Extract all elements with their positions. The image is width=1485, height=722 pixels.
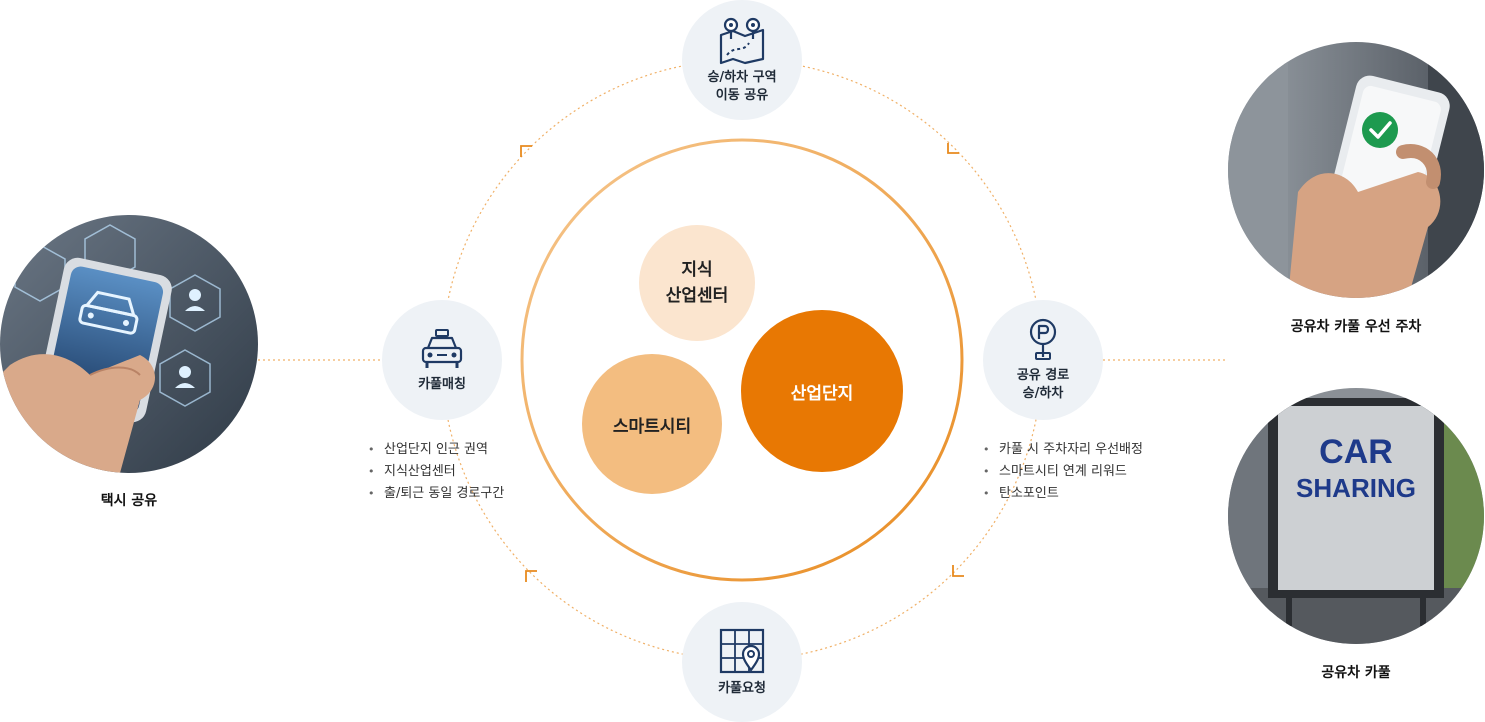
route-bullet-list: 카풀 시 주차자리 우선배정 스마트시티 연계 리워드 탄소포인트 — [983, 439, 1143, 505]
bubble-knowledge-center: 지식 산업센터 — [639, 225, 755, 341]
list-item: 산업단지 인근 권역 — [368, 439, 504, 461]
map-route-icon — [719, 17, 765, 65]
taxi-sharing-photo — [0, 215, 258, 473]
bubble-industrial-complex: 산업단지 — [741, 310, 903, 472]
car-sharing-sign-illustration: CAR SHARING — [1228, 388, 1484, 644]
node-carpool-request-label: 카풀요청 — [718, 681, 766, 696]
node-pickup-zone-label: 승/하차 구역 이동 공유 — [707, 70, 777, 103]
node-carpool-matching-label: 카풀매칭 — [418, 377, 466, 392]
list-item: 출/퇴근 동일 경로구간 — [368, 483, 504, 505]
arrow-bottom-left — [525, 570, 537, 582]
car-sharing-caption: 공유차 카풀 — [1321, 665, 1391, 681]
hand-phone-check-illustration — [1228, 42, 1484, 298]
node-carpool-matching: 카풀매칭 — [382, 300, 502, 420]
node-shared-route-label: 공유 경로 승/하차 — [1016, 368, 1070, 401]
taxi-icon — [421, 329, 463, 368]
matching-bullet-list: 산업단지 인근 권역 지식산업센터 출/퇴근 동일 경로구간 — [368, 439, 504, 505]
priority-parking-photo — [1228, 42, 1484, 298]
bubble-smart-city: 스마트시티 — [582, 354, 722, 494]
node-carpool-request: 카풀요청 — [682, 602, 802, 722]
list-item: 탄소포인트 — [983, 483, 1143, 505]
sign-line-sharing: SHARING — [1296, 473, 1416, 503]
grid-map-pin-icon — [719, 628, 765, 674]
taxi-sharing-caption: 택시 공유 — [100, 493, 158, 509]
priority-parking-caption: 공유차 카풀 우선 주차 — [1290, 319, 1422, 335]
list-item: 카풀 시 주차자리 우선배정 — [983, 439, 1143, 461]
sign-line-car: CAR — [1319, 433, 1393, 471]
car-sharing-photo: CAR SHARING — [1228, 388, 1484, 644]
list-item: 스마트시티 연계 리워드 — [983, 461, 1143, 483]
arrow-bottom-right — [952, 565, 964, 577]
parking-sign-icon — [1029, 318, 1057, 360]
list-item: 지식산업센터 — [368, 461, 504, 483]
hand-phone-car-illustration — [0, 215, 258, 473]
arrow-top-left — [520, 145, 532, 157]
node-pickup-zone: 승/하차 구역 이동 공유 — [682, 0, 802, 120]
node-shared-route: 공유 경로 승/하차 — [983, 300, 1103, 420]
arrow-top-right — [947, 143, 959, 154]
